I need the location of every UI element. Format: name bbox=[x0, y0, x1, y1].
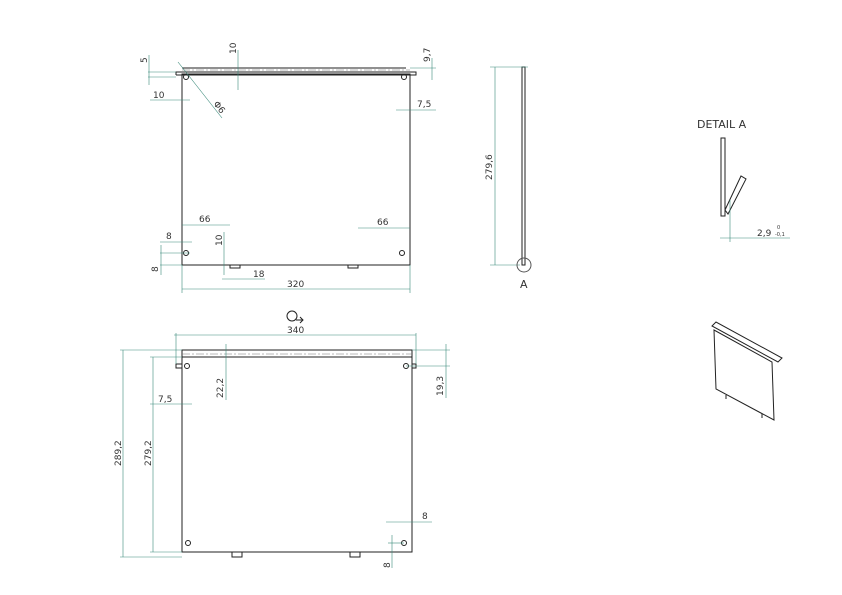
side-view: 279,6 A bbox=[485, 66, 532, 291]
dim-hole-diameter: Φ6 bbox=[211, 100, 227, 116]
isometric-view bbox=[711, 321, 783, 421]
dim-hole-bottom-y: 8 bbox=[151, 266, 161, 272]
rotate-icon bbox=[286, 310, 304, 324]
hole bbox=[401, 74, 407, 80]
dim-hole-y-right: 19,3 bbox=[436, 376, 446, 396]
iso-flange bbox=[711, 321, 783, 363]
hole bbox=[185, 540, 191, 546]
tab bbox=[349, 552, 361, 558]
tolerance-lower: -0,1 bbox=[775, 232, 785, 238]
flat-view: 340 7,5 22,2 19,3 289,2 279,2 8 8 bbox=[114, 310, 450, 568]
dim-total-height: 289,2 bbox=[114, 440, 124, 466]
dim-side-height: 279,6 bbox=[485, 154, 495, 180]
hole bbox=[183, 74, 189, 80]
tab bbox=[229, 265, 241, 269]
front-view: 10 9,7 5 10 Φ6 7,5 66 66 8 10 8 18 320 bbox=[140, 42, 436, 293]
dim-tab-left: 66 bbox=[199, 215, 211, 225]
dim-hole-x-right: 7,5 bbox=[417, 100, 431, 110]
iso-plate bbox=[713, 329, 775, 421]
dim-edge-offset: 5 bbox=[140, 57, 150, 63]
hole bbox=[184, 363, 190, 369]
detail-marker-label: A bbox=[520, 278, 528, 291]
dim-flat-hole-x: 7,5 bbox=[158, 395, 172, 405]
dim-tab-width: 18 bbox=[253, 270, 265, 280]
detail-marker-circle bbox=[516, 257, 532, 273]
dim-flat-hole-bottom-x: 8 bbox=[422, 512, 428, 522]
dim-hole-x-left: 10 bbox=[153, 91, 165, 101]
dim-width: 320 bbox=[287, 280, 304, 290]
dim-flat-width: 340 bbox=[287, 326, 304, 336]
dim-tab-height: 10 bbox=[215, 234, 225, 246]
dim-tab-right: 66 bbox=[377, 218, 389, 228]
tab bbox=[231, 552, 243, 558]
tab bbox=[347, 265, 359, 269]
dim-flat-hole-bottom-y: 8 bbox=[383, 562, 393, 568]
tolerance-upper: 0 bbox=[777, 225, 780, 231]
dim-plate-height: 279,2 bbox=[144, 440, 154, 466]
dim-flange-offset: 9,7 bbox=[423, 48, 433, 62]
plate-outline bbox=[181, 73, 411, 266]
detail-title: DETAIL A bbox=[697, 118, 747, 131]
dim-hole-bottom-x: 8 bbox=[166, 232, 172, 242]
dim-thickness: 2,9 bbox=[757, 229, 772, 239]
dim-hole-y-left: 22,2 bbox=[216, 378, 226, 398]
dim-flange-height: 10 bbox=[229, 42, 239, 54]
flange bbox=[175, 71, 417, 76]
hole bbox=[399, 250, 405, 256]
detail-a: DETAIL A 2,9 0 -0,1 bbox=[697, 118, 790, 242]
